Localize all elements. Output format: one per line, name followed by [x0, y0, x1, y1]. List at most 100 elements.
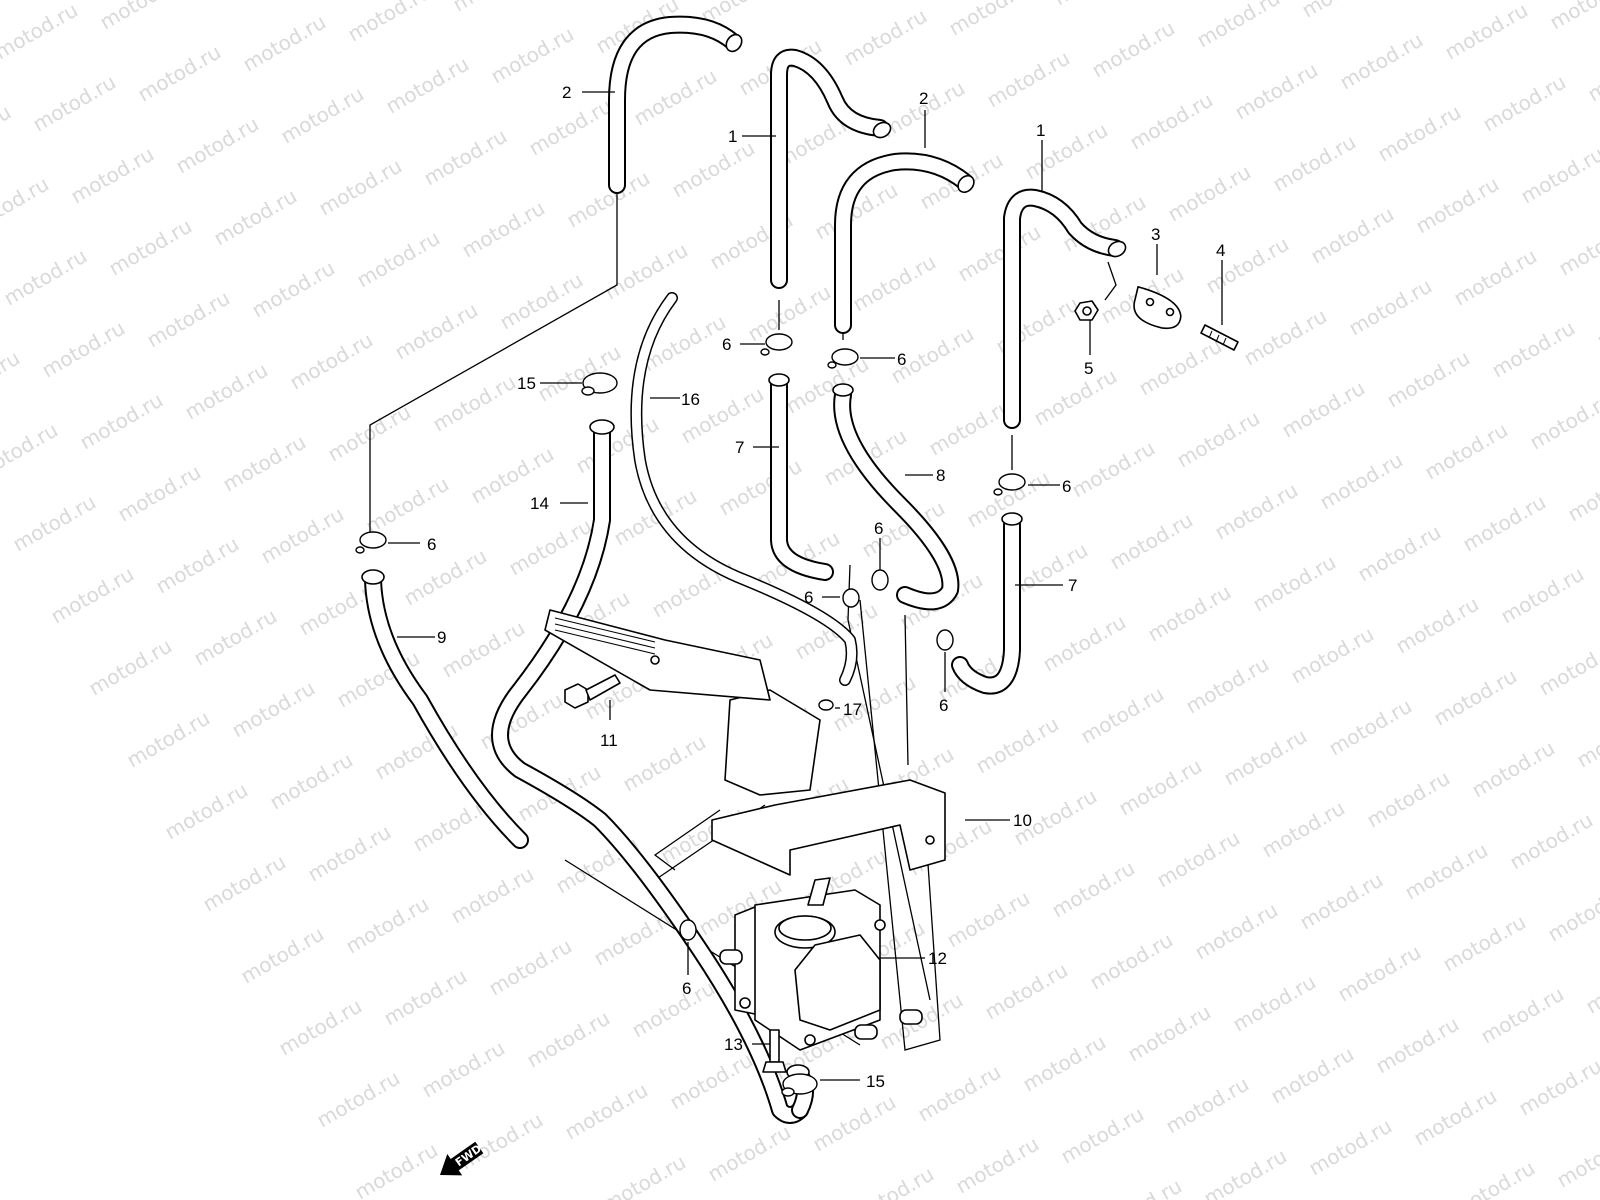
watermark-text: motod.ru	[351, 1138, 442, 1200]
watermark-text: motod.ru	[1401, 838, 1492, 905]
callout-14: 14	[530, 494, 549, 513]
clip-17[interactable]	[818, 699, 834, 711]
gasket-3[interactable]	[1132, 283, 1182, 331]
watermark-text: motod.ru	[458, 196, 549, 263]
hose-2-left[interactable]	[608, 15, 745, 194]
watermark-text: motod.ru	[1421, 418, 1512, 485]
watermark-text: motod.ru	[983, 46, 1074, 113]
hose-7-right[interactable]	[951, 512, 1023, 695]
watermark-text: motod.ru	[487, 22, 578, 89]
hose-2-right[interactable]	[834, 152, 977, 334]
watermark-text: motod.ru	[190, 604, 281, 671]
hose-7-left[interactable]	[768, 373, 834, 581]
watermark-text: motod.ru	[1115, 754, 1206, 821]
callout-6a: 6	[722, 335, 731, 354]
watermark-text: motod.ru	[85, 634, 176, 701]
watermark-text: motod.ru	[257, 502, 348, 569]
watermark-text: motod.ru	[878, 76, 969, 143]
watermark-text: motod.ru	[561, 1078, 652, 1145]
nut-5[interactable]	[1074, 300, 1099, 321]
watermark-text: motod.ru	[1410, 1084, 1501, 1151]
watermark-text: motod.ru	[1249, 550, 1340, 617]
watermark-text: motod.ru	[525, 94, 616, 161]
watermark-text: motod.ru	[523, 1006, 614, 1073]
watermark-text: motod.ru	[972, 712, 1063, 779]
watermark-text: motod.ru	[0, 0, 82, 64]
watermark-text: motod.ru	[981, 958, 1072, 1025]
hose-1-middle[interactable]	[770, 48, 893, 289]
bolt-11[interactable]	[564, 674, 621, 709]
watermark-text: motod.ru	[1267, 1042, 1358, 1109]
watermark-text: motod.ru	[237, 922, 328, 989]
watermark-text: motod.ru	[1048, 856, 1139, 923]
watermark-text: motod.ru	[619, 730, 710, 797]
watermark-text: motod.ru	[324, 400, 415, 467]
clips-6[interactable]	[355, 333, 1026, 941]
watermark-text: motod.ru	[1229, 970, 1320, 1037]
watermark-text: motod.ru	[1488, 316, 1579, 383]
watermark-text: motod.ru	[849, 250, 940, 317]
watermark-text: motod.ru	[1593, 286, 1600, 353]
callout-1a: 1	[728, 127, 737, 146]
callout-13: 13	[724, 1035, 743, 1054]
watermark-text: motod.ru	[1316, 448, 1407, 515]
watermark-text: motod.ru	[210, 184, 301, 251]
callout-7b: 7	[1068, 576, 1077, 595]
hose-1-right[interactable]	[1003, 188, 1128, 429]
watermark-text: motod.ru	[1057, 1102, 1148, 1169]
watermark-text: motod.ru	[847, 1162, 938, 1200]
watermark-text: motod.ru	[266, 748, 357, 815]
watermark-text: motod.ru	[704, 1120, 795, 1187]
watermark-text: motod.ru	[438, 616, 529, 683]
hose-8[interactable]	[832, 383, 960, 611]
watermark-text: motod.ru	[1153, 826, 1244, 893]
watermark-text: motod.ru	[353, 226, 444, 293]
watermark-text: motod.ru	[342, 892, 433, 959]
watermark-text: motod.ru	[914, 1060, 1005, 1127]
callout-7a: 7	[735, 438, 744, 457]
watermark-text: motod.ru	[601, 238, 692, 305]
watermark-text: motod.ru	[420, 124, 511, 191]
watermark-text: motod.ru	[344, 0, 435, 46]
bracket-10[interactable]	[544, 609, 946, 876]
watermark-text: motod.ru	[925, 394, 1016, 461]
hose-16[interactable]	[630, 292, 858, 686]
watermark-text: motod.ru	[1517, 142, 1600, 209]
watermark-text: motod.ru	[1095, 1174, 1186, 1200]
watermark-text: motod.ru	[315, 154, 406, 221]
watermark-text: motod.ru	[1240, 304, 1331, 371]
watermark-text: motod.ru	[1298, 0, 1389, 22]
clips-15[interactable]	[581, 372, 818, 1097]
watermark-text: motod.ru	[1477, 982, 1568, 1049]
watermark-text: motod.ru	[313, 1066, 404, 1133]
hose-9[interactable]	[361, 569, 529, 849]
watermark-text: motod.ru	[152, 532, 243, 599]
watermark-text: motod.ru	[840, 4, 931, 71]
watermark-text: motod.ru	[952, 1132, 1043, 1199]
callout-labels: 2 1 2 1 3 4 5 6 6 6 6 6 6 6 6 7 7 8 9 10…	[427, 83, 1225, 1091]
watermark-text: motod.ru	[666, 1048, 757, 1115]
callout-6h: 6	[682, 979, 691, 998]
watermark-text: motod.ru	[1050, 0, 1141, 10]
watermark-text: motod.ru	[1515, 1054, 1600, 1121]
watermark-text: motod.ru	[0, 244, 91, 311]
watermark-text: motod.ru	[599, 1150, 690, 1200]
watermark-text: motod.ru	[1021, 118, 1112, 185]
watermark-text: motod.ru	[1412, 172, 1503, 239]
bolt-13[interactable]	[762, 1029, 787, 1073]
stud-4[interactable]	[1200, 324, 1239, 351]
callout-6c: 6	[1062, 477, 1071, 496]
watermark-text: motod.ru	[809, 1090, 900, 1157]
watermark-text: motod.ru	[134, 40, 225, 107]
watermark-text: motod.ru	[1296, 868, 1387, 935]
watermark-text: motod.ru	[201, 0, 292, 4]
watermark-text: motod.ru	[161, 778, 252, 845]
watermark-text: motod.ru	[1191, 898, 1282, 965]
watermark-text: motod.ru	[1374, 100, 1465, 167]
pump-12[interactable]	[719, 877, 923, 1051]
callout-2b: 2	[919, 89, 928, 108]
watermark-text: motod.ru	[1535, 634, 1600, 701]
watermark-text: motod.ru	[96, 0, 187, 34]
hose-14[interactable]	[491, 419, 809, 1124]
watermark-text: motod.ru	[945, 0, 1036, 40]
